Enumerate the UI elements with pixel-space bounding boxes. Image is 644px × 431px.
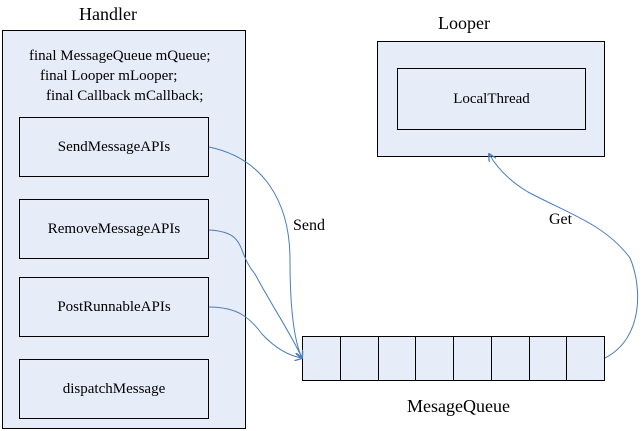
dispatch-message-box: dispatchMessage: [19, 359, 209, 419]
local-thread-box: LocalThread: [397, 68, 586, 130]
message-queue-label: MesageQueue: [407, 396, 510, 416]
queue-slot: [379, 337, 417, 380]
queue-slot: [416, 337, 454, 380]
remove-message-apis-label: RemoveMessageAPIs: [47, 220, 181, 237]
send-message-apis-label: SendMessageAPIs: [57, 138, 171, 155]
send-message-apis-box: SendMessageAPIs: [19, 117, 209, 177]
handler-field-mcallback: final Callback mCallback;: [46, 88, 204, 104]
queue-slot: [492, 337, 530, 380]
send-message-arrow: [208, 146, 302, 358]
get-arrow: [489, 154, 639, 359]
get-label: Get: [549, 211, 573, 228]
post-runnable-apis-label: PostRunnableAPIs: [57, 298, 171, 315]
handler-field-mlooper: final Looper mLooper;: [40, 68, 178, 84]
queue-slot: [303, 337, 341, 380]
remove-message-apis-box: RemoveMessageAPIs: [19, 199, 209, 259]
send-label: Send: [293, 217, 325, 234]
post-runnable-arrow: [208, 306, 302, 358]
handler-title: Handler: [79, 4, 137, 24]
local-thread-label: LocalThread: [453, 90, 530, 107]
handler-field-mqueue: final MessageQueue mQueue;: [29, 48, 211, 64]
dispatch-message-label: dispatchMessage: [62, 380, 166, 397]
queue-slot: [530, 337, 568, 380]
message-queue: [302, 336, 605, 381]
remove-message-arrow: [208, 229, 302, 358]
queue-slot: [454, 337, 492, 380]
queue-slot: [341, 337, 379, 380]
post-runnable-apis-box: PostRunnableAPIs: [19, 277, 209, 337]
looper-title: Looper: [438, 13, 490, 33]
